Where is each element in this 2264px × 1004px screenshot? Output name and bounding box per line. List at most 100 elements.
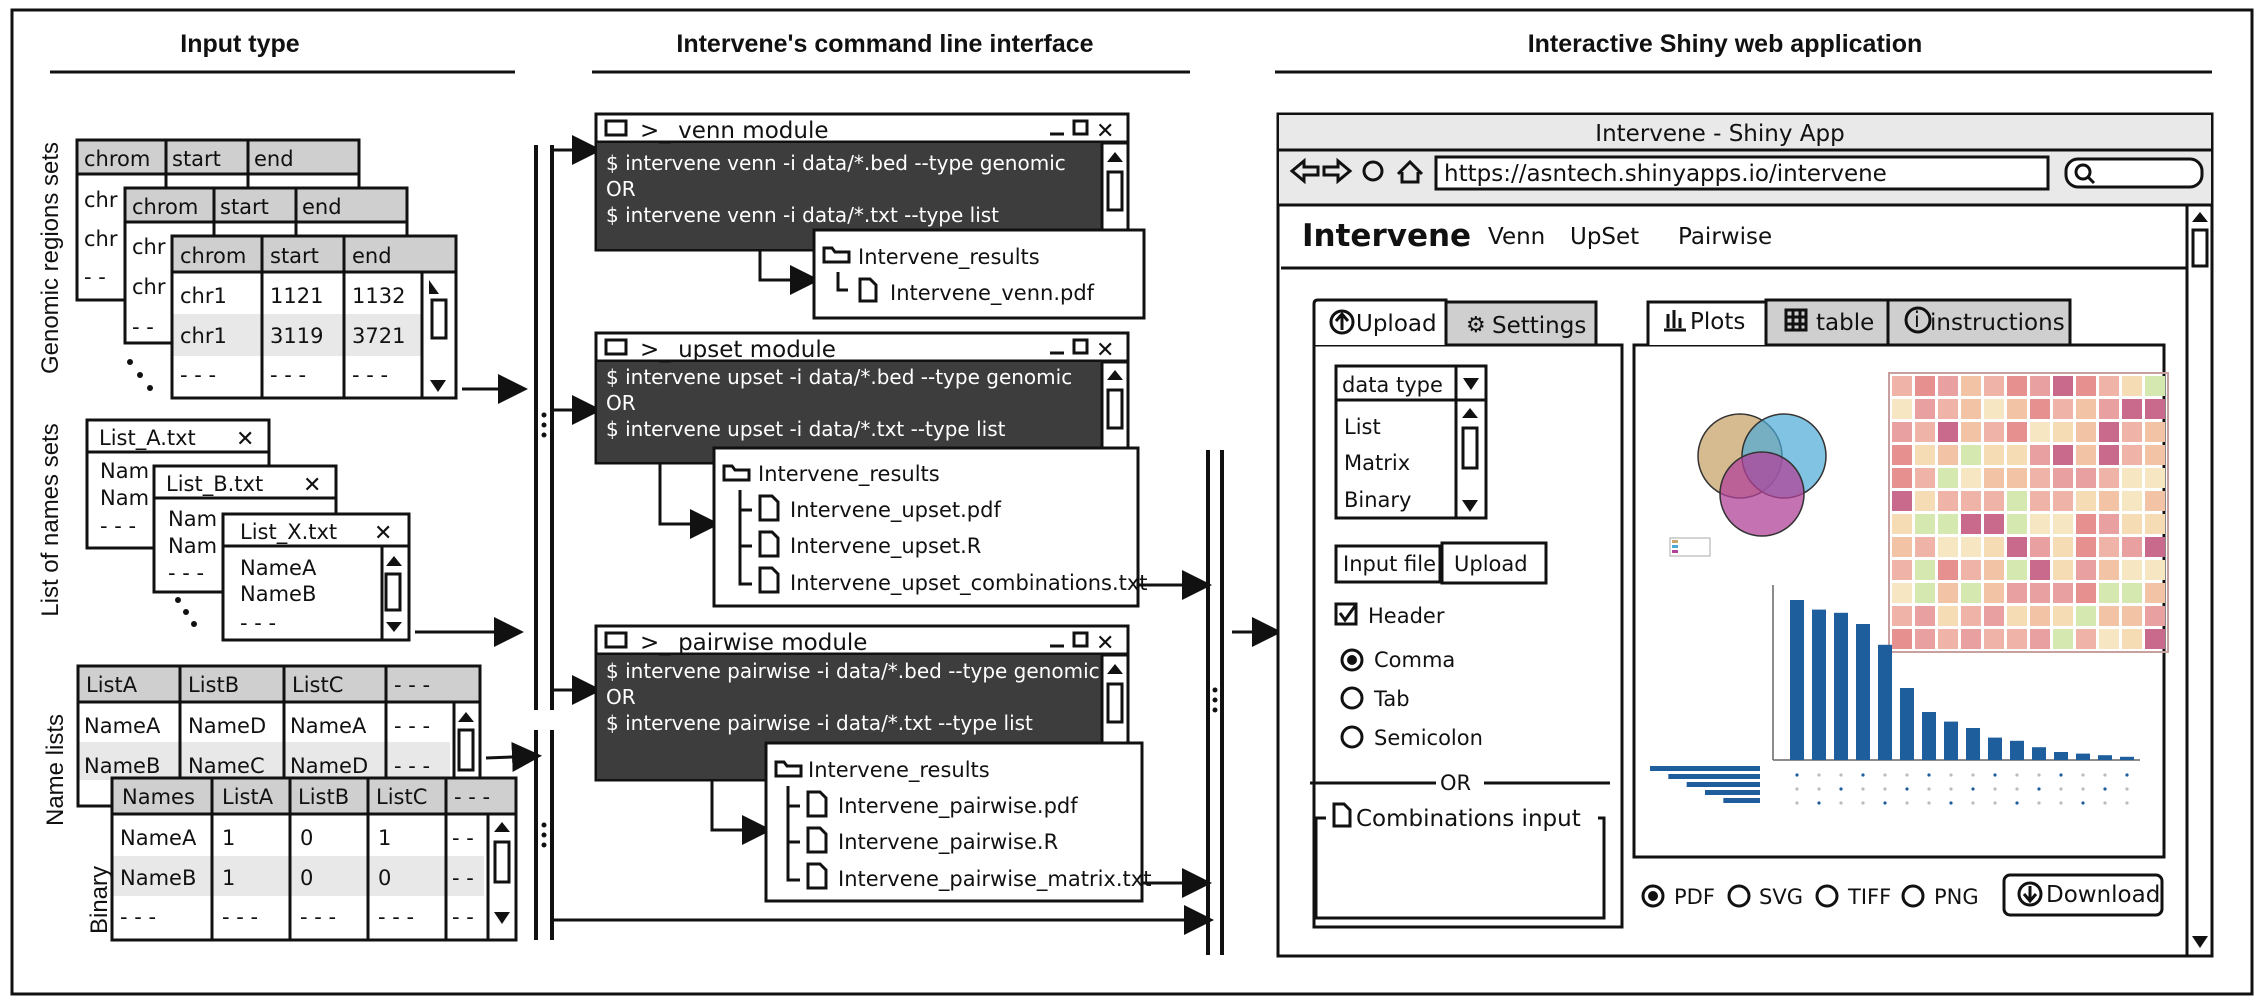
heatmap-cell [2099, 514, 2119, 534]
upset-dot [1949, 787, 1953, 791]
tab-settings[interactable] [1444, 300, 1598, 347]
heatmap-cell [2145, 376, 2165, 396]
svg-text:data type: data type [1342, 373, 1443, 397]
pairwise-results-folder: Intervene_results Intervene_pairwise.pdf… [764, 741, 1151, 903]
heatmap-cell [1915, 629, 1935, 649]
folder-icon [774, 760, 803, 778]
heatmap-cell [2145, 629, 2165, 649]
svg-text:ListC: ListC [292, 673, 343, 697]
reload-icon[interactable] [1362, 160, 1384, 182]
svg-text:0: 0 [300, 826, 313, 850]
heatmap-cell [2122, 606, 2142, 626]
heatmap-cell [1892, 514, 1912, 534]
svg-text:TIFF: TIFF [1847, 885, 1891, 909]
heatmap-cell [1961, 537, 1981, 557]
svg-text:- - -: - - - [378, 905, 414, 929]
upload-button[interactable] [1440, 541, 1548, 585]
svg-text:- - -: - - - [222, 905, 258, 929]
radio-png[interactable] [1901, 884, 1925, 908]
svg-text:start: start [220, 195, 269, 219]
nav-venn[interactable]: Venn [1488, 224, 1545, 250]
radio-tab[interactable] [1340, 686, 1364, 710]
option-binary[interactable]: Binary [1344, 488, 1411, 512]
upset-set-size-bar [1668, 774, 1760, 779]
svg-text:end: end [352, 244, 392, 268]
svg-text:1132: 1132 [352, 284, 405, 308]
nav-pairwise[interactable]: Pairwise [1678, 224, 1772, 250]
radio-tiff[interactable] [1815, 884, 1839, 908]
svg-text:$ intervene venn -i data/*.txt: $ intervene venn -i data/*.txt --type li… [606, 203, 999, 227]
svg-text:Header: Header [1368, 604, 1445, 628]
heatmap-cell [1984, 514, 2004, 534]
back-arrow-icon[interactable] [1289, 157, 1320, 185]
upset-dot [1949, 801, 1953, 805]
svg-text:>_ upset module: >_ upset module [640, 337, 836, 363]
info-icon [1904, 306, 1932, 334]
svg-text:end: end [302, 195, 342, 219]
heatmap-cell [2099, 606, 2119, 626]
heatmap-cell [2076, 422, 2096, 442]
svg-text:List_X.txt: List_X.txt [240, 520, 337, 545]
heatmap-cell [2030, 606, 2050, 626]
radio-semicolon[interactable] [1340, 725, 1364, 749]
heatmap-cell [2145, 560, 2165, 580]
home-icon[interactable] [1396, 159, 1424, 184]
heatmap-cell [1915, 422, 1935, 442]
upset-bar [2120, 756, 2134, 760]
heatmap-frame [1888, 372, 2169, 653]
venn-results-folder: Intervene_results Intervene_venn.pdf [812, 228, 1146, 320]
heatmap-cell [1892, 445, 1912, 465]
heatmap-cell [2076, 445, 2096, 465]
upset-dot [2081, 801, 2085, 805]
nav-upset[interactable]: UpSet [1570, 224, 1639, 250]
option-list[interactable]: List [1344, 415, 1381, 439]
svg-text:chr: chr [84, 227, 118, 251]
svg-text:Intervene_pairwise.pdf: Intervene_pairwise.pdf [838, 794, 1078, 819]
scrollbar[interactable] [380, 546, 402, 640]
svg-text:Nam: Nam [100, 459, 149, 483]
arrow-pairwise-results [710, 780, 772, 845]
search-box[interactable] [2064, 157, 2204, 189]
upset-plot [1650, 585, 2140, 805]
heatmap-cell [2030, 422, 2050, 442]
upset-dot [1927, 801, 1931, 805]
radio-svg[interactable] [1727, 884, 1751, 908]
venn-circle-c [1719, 451, 1805, 537]
heatmap-cell [1961, 606, 1981, 626]
list-x-window: List_X.txt ✕ NameA NameB - - - [221, 512, 411, 642]
upset-dot [1927, 773, 1931, 777]
url-bar[interactable] [1434, 155, 2050, 191]
svg-text:https://asntech.shinyapps.io/i: https://asntech.shinyapps.io/intervene [1444, 161, 1887, 187]
scrollbar[interactable] [457, 712, 475, 772]
svg-text:Nam: Nam [168, 534, 217, 558]
heatmap-cell [2007, 560, 2027, 580]
heatmap-cell [2099, 376, 2119, 396]
forward-arrow-icon[interactable] [1322, 157, 1353, 185]
label-name-sets: List of names sets [37, 423, 64, 616]
genomic-table-3: chrom start end chr1 1121 1132 chr1 3119… [170, 234, 458, 400]
close-icon: ✕ [1096, 119, 1114, 144]
export-controls: PDF SVG TIFF PNG Download [1641, 873, 2164, 917]
header-checkbox[interactable] [1334, 602, 1358, 626]
option-matrix[interactable]: Matrix [1344, 451, 1410, 475]
heatmap-cell [1984, 583, 2004, 603]
svg-text:start: start [172, 147, 221, 171]
scrollbar[interactable] [493, 822, 511, 924]
download-button[interactable] [2002, 873, 2164, 917]
heatmap-cell [1938, 537, 1958, 557]
output-bus [1206, 450, 1224, 955]
brand: Intervene [1302, 218, 1471, 254]
heatmap-cell [2007, 445, 2027, 465]
data-type-select[interactable] [1334, 364, 1488, 520]
svg-text:- - -: - - - [454, 785, 490, 809]
heatmap-cell [2007, 629, 2027, 649]
scrollbar[interactable] [429, 280, 448, 392]
svg-text:1: 1 [222, 826, 235, 850]
heatmap-cell [2122, 468, 2142, 488]
upload-icon [1329, 309, 1355, 335]
svg-text:Intervene_upset.R: Intervene_upset.R [790, 534, 981, 559]
svg-text:chrom: chrom [84, 147, 150, 171]
combinations-input[interactable] [1314, 816, 1606, 920]
heatmap-cell [2099, 399, 2119, 419]
